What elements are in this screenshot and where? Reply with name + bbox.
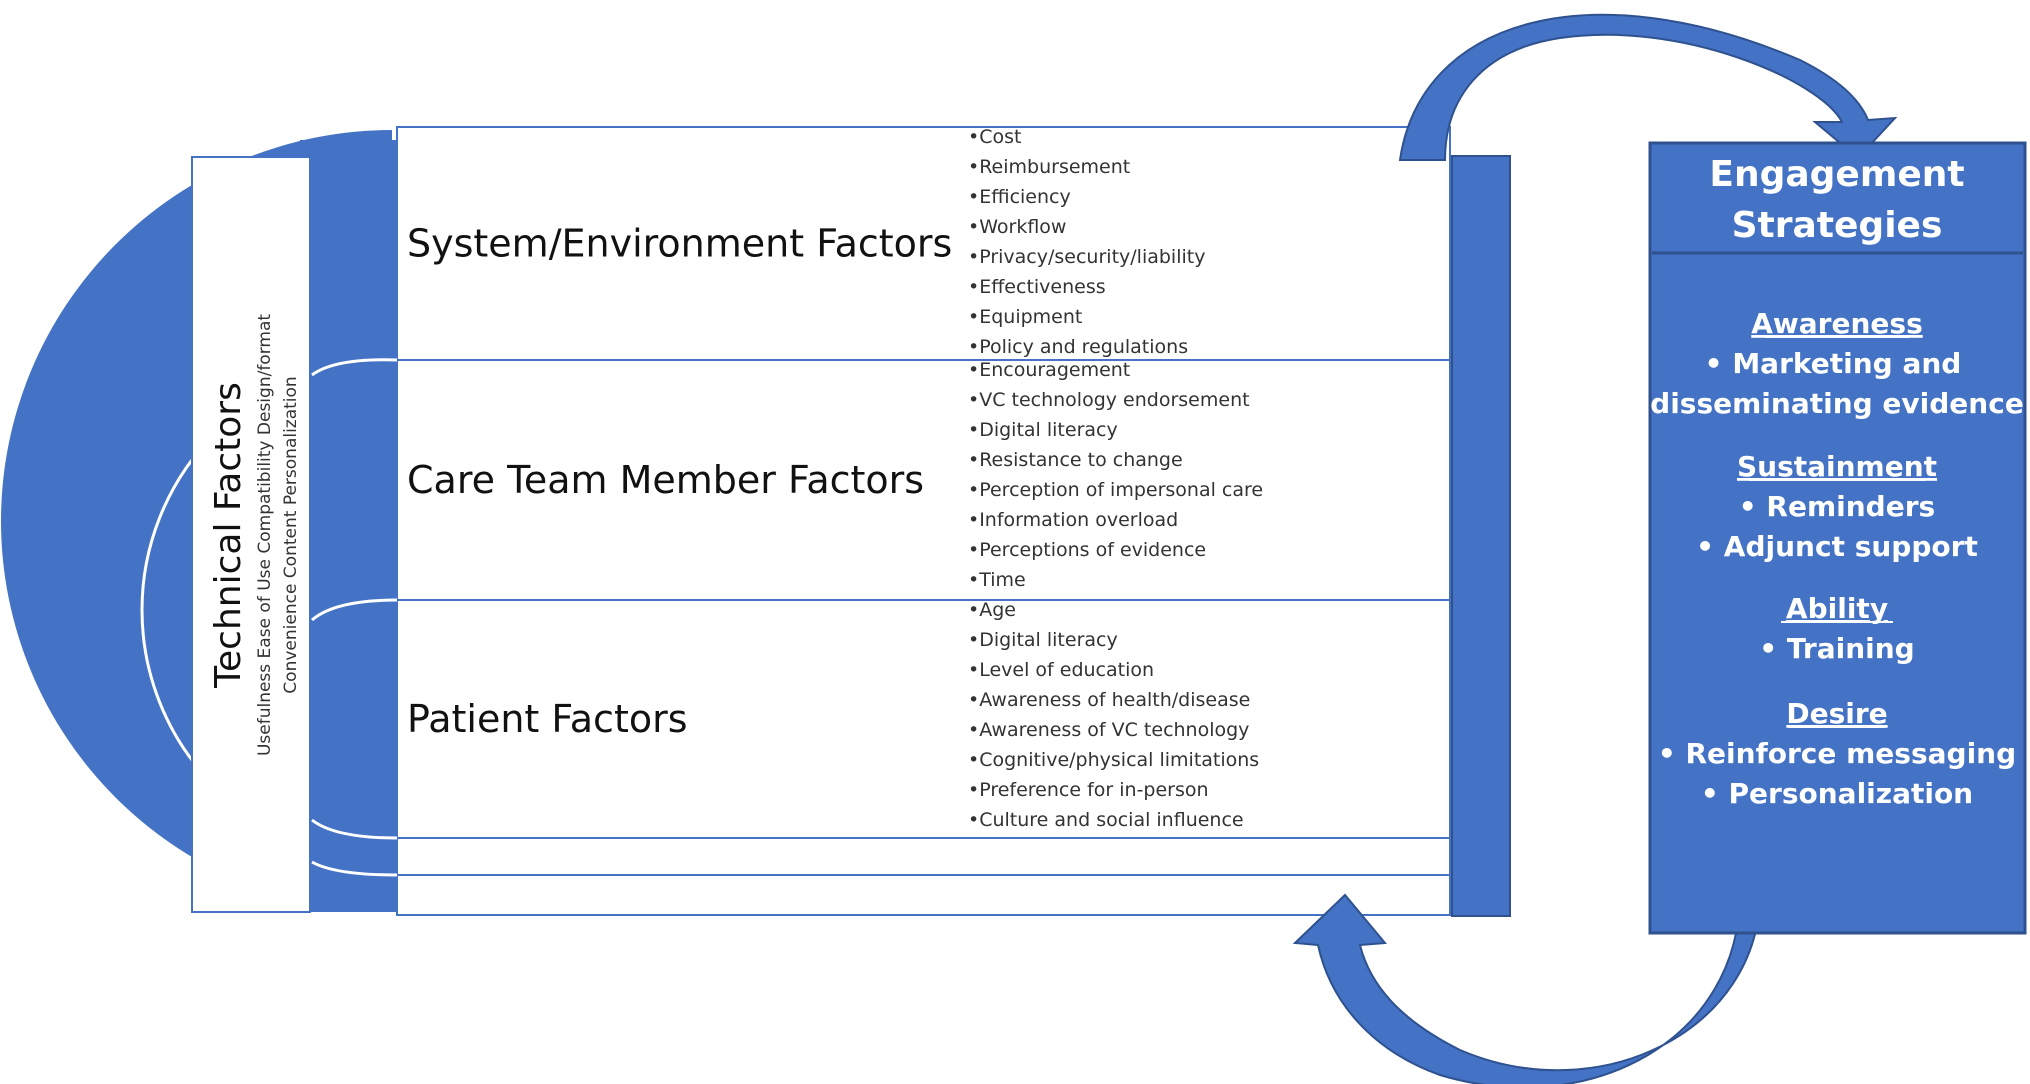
factor-bullet: •Reimbursement — [968, 156, 1130, 178]
factor-title-2: Patient Factors — [407, 697, 688, 741]
factor-bullet: •Workflow — [968, 216, 1066, 238]
bottom-curved-arrow — [1292, 892, 1762, 1084]
factor-bullet: •Awareness of VC technology — [968, 719, 1249, 741]
engagement-heading-ability: Ability — [1786, 592, 1888, 625]
engagement-item: • Reinforce messaging — [1658, 737, 2016, 770]
factor-bullet: •Resistance to change — [968, 449, 1183, 471]
factor-bullet: •Preference for in-person — [968, 779, 1209, 801]
factor-bullet: •Perceptions of evidence — [968, 539, 1206, 561]
factor-bullet: •Efficiency — [968, 186, 1071, 208]
factor-bullet: •Time — [968, 569, 1026, 591]
engagement-item: • Training — [1759, 632, 1914, 665]
engagement-item: • Reminders — [1739, 490, 1935, 523]
left-connector-band — [300, 140, 400, 912]
top-curved-arrow — [1398, 13, 1898, 161]
engagement-item: • Adjunct support — [1696, 530, 1978, 563]
connector-curve-3 — [311, 818, 398, 840]
technical-factors-list-2: Convenience Content Personalization — [281, 376, 301, 693]
right-blue-bar — [1451, 155, 1511, 917]
factor-bullet: •Cognitive/physical limitations — [968, 749, 1259, 771]
factor-bullet: •Privacy/security/liability — [968, 246, 1205, 268]
factor-row-care-team — [396, 359, 1451, 601]
factor-title-1: Care Team Member Factors — [407, 458, 924, 502]
factor-row-blank-2 — [396, 874, 1451, 916]
engagement-item: disseminating evidence — [1650, 387, 2024, 420]
connector-curve-2 — [311, 598, 398, 622]
engagement-title-line2: Strategies — [1732, 205, 1943, 246]
connector-curve-4 — [311, 860, 398, 877]
factor-bullet: •Digital literacy — [968, 629, 1118, 651]
factor-row-system — [396, 126, 1451, 361]
factor-bullet: •Awareness of health/disease — [968, 689, 1250, 711]
engagement-item: • Personalization — [1701, 777, 1973, 810]
engagement-item: • Marketing and — [1705, 347, 1962, 380]
technical-factors-list-1: Usefulness Ease of Use Compatibility Des… — [255, 314, 275, 756]
factor-bullet: •Information overload — [968, 509, 1178, 531]
engagement-title-line1: Engagement — [1709, 154, 1964, 195]
factor-bullet: •Age — [968, 599, 1016, 621]
technical-factors-box — [191, 156, 311, 913]
factor-bullet: •Perception of impersonal care — [968, 479, 1263, 501]
factor-bullet: •Encouragement — [968, 359, 1130, 381]
factor-row-blank-1 — [396, 837, 1451, 876]
factor-bullet: •Digital literacy — [968, 419, 1118, 441]
factor-bullet: •Policy and regulations — [968, 336, 1188, 358]
engagement-heading-awareness: Awareness — [1751, 307, 1923, 340]
engagement-panel — [1648, 141, 2027, 935]
engagement-heading-sustainment: Sustainment — [1737, 450, 1937, 483]
factor-bullet: •VC technology endorsement — [968, 389, 1250, 411]
factor-bullet: •Culture and social influence — [968, 809, 1244, 831]
factor-title-0: System/Environment Factors — [407, 222, 952, 266]
factor-bullet: •Effectiveness — [968, 276, 1106, 298]
factor-bullet: •Level of education — [968, 659, 1154, 681]
factor-row-patient — [396, 599, 1451, 839]
factor-bullet: •Cost — [968, 126, 1021, 148]
technical-factors-title: Technical Factors — [208, 382, 249, 689]
engagement-heading-desire: Desire — [1786, 697, 1887, 730]
factor-bullet: •Equipment — [968, 306, 1082, 328]
connector-curve-1 — [311, 358, 398, 377]
